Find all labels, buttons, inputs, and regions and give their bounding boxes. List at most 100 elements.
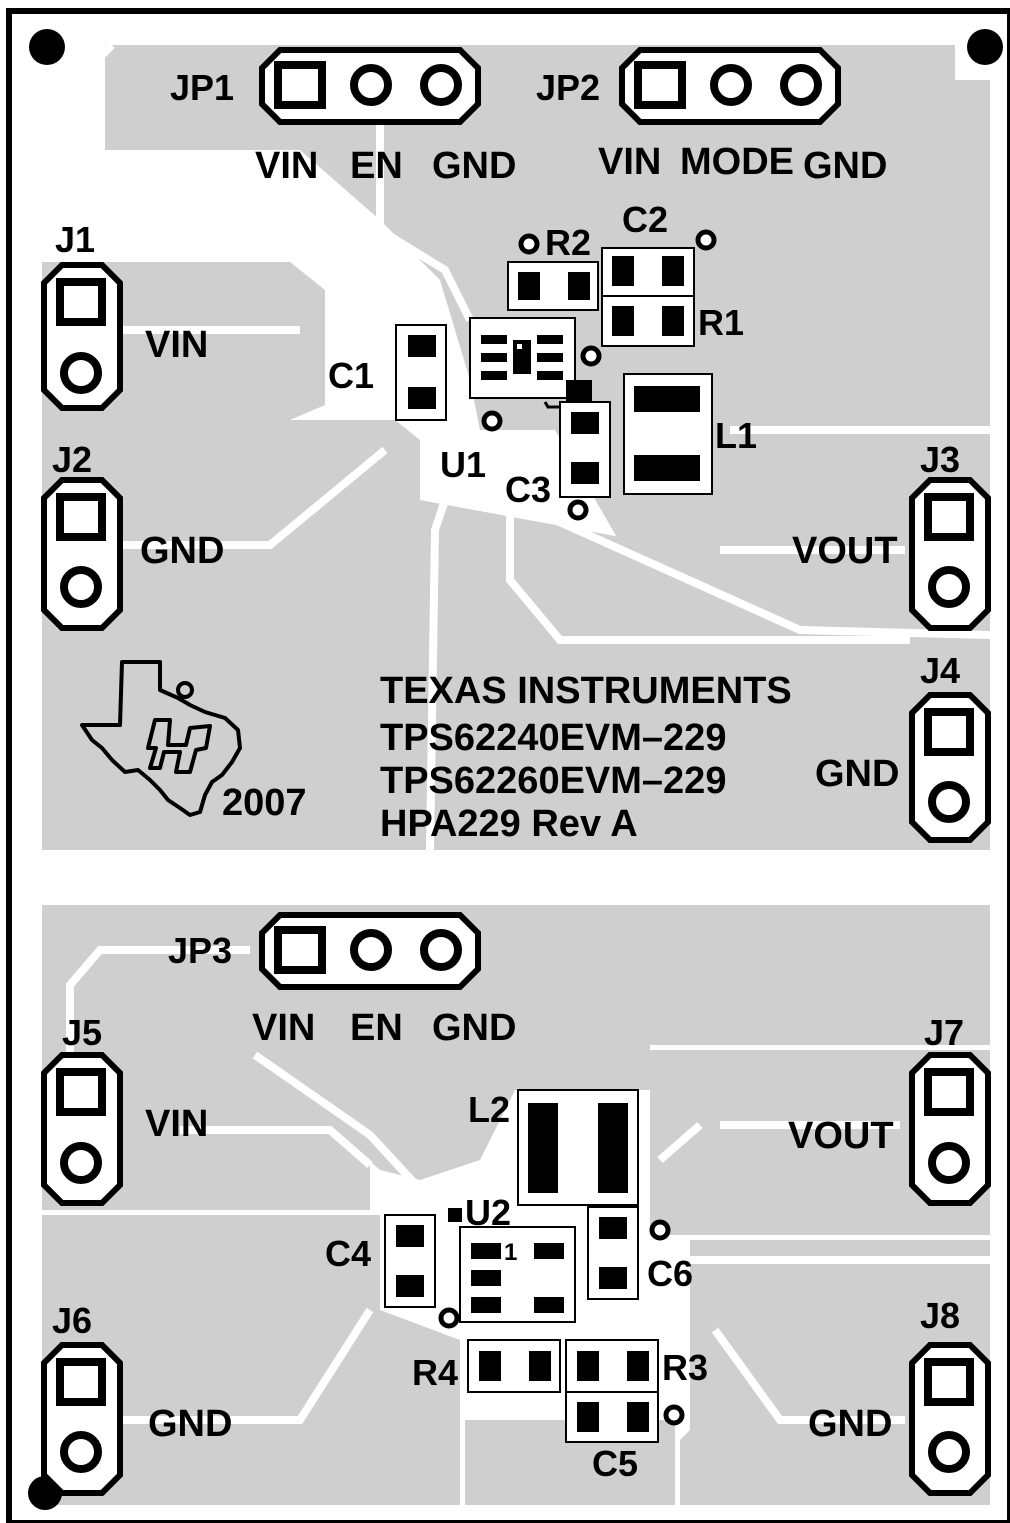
copper-area-gnd-2: [42, 1215, 460, 1505]
title-line-3: HPA229 Rev A: [380, 803, 638, 845]
label-jp3-pin-vin: VIN: [252, 1007, 315, 1049]
component-c1-footprint: [395, 324, 447, 421]
label-j3: J3: [920, 439, 960, 480]
connector-j7: [909, 1052, 991, 1206]
silkscreen-text: JP1 JP2 JP3 VIN EN GND VIN MODE GND VIN …: [52, 67, 964, 1484]
pin-round: [350, 929, 392, 971]
label-j6: J6: [52, 1300, 92, 1341]
label-j1: J1: [55, 219, 95, 260]
label-j5: J5: [62, 1012, 102, 1053]
label-u2: U2: [465, 1192, 511, 1233]
copper-pours-top: [42, 45, 990, 850]
traces-top: [81, 42, 991, 851]
pin-round: [780, 64, 822, 106]
trace: [376, 60, 474, 322]
connector-j4: [909, 692, 991, 843]
trace: [120, 1307, 374, 1424]
label-r1: R1: [698, 302, 744, 343]
label-c5: C5: [592, 1443, 638, 1484]
component-r1-footprint: [601, 295, 695, 347]
label-jp2: JP2: [536, 67, 600, 108]
pin-round: [420, 64, 462, 106]
mounting-hole: [967, 29, 1003, 65]
label-jp1-pin-vin: VIN: [255, 145, 318, 187]
label-c1: C1: [328, 355, 374, 396]
trace: [506, 500, 910, 644]
pin-round: [710, 64, 752, 106]
label-c2: C2: [622, 199, 668, 240]
pin-round: [350, 64, 392, 106]
label-l2: L2: [468, 1089, 510, 1130]
copper-area-gnd-1: [42, 420, 420, 850]
pin-round: [420, 929, 462, 971]
label-r2: R2: [545, 222, 591, 263]
connector-j3: [909, 477, 991, 631]
traces-bottom: [66, 946, 990, 1424]
trace: [66, 946, 250, 1090]
title-company: TEXAS INSTRUMENTS: [380, 670, 792, 712]
label-net-gnd-3: GND: [148, 1403, 232, 1445]
component-c3-footprint: [559, 401, 611, 498]
trace: [110, 446, 388, 549]
label-net-vout-2: VOUT: [788, 1115, 894, 1157]
label-jp2-pin-vin: VIN: [598, 141, 661, 183]
jumper-jp3: [259, 912, 481, 990]
connector-j5: [41, 1052, 123, 1206]
mounting-hole: [29, 29, 65, 65]
component-l1-footprint: [623, 373, 713, 495]
component-r4-footprint: [467, 1339, 561, 1393]
trace: [426, 468, 459, 851]
label-l1: L1: [715, 415, 757, 456]
label-c4: C4: [325, 1233, 371, 1274]
title-line-2: TPS62260EVM–229: [380, 760, 726, 802]
connector-j1: [41, 262, 123, 411]
component-r3-footprint: [565, 1339, 659, 1393]
title-year: 2007: [222, 782, 307, 824]
connector-j2: [41, 477, 123, 631]
label-pin1: 1: [504, 1239, 517, 1266]
label-c3: C3: [505, 469, 551, 510]
label-j4: J4: [920, 650, 960, 691]
label-jp3: JP3: [168, 930, 232, 971]
label-jp1-pin-gnd: GND: [432, 145, 516, 187]
component-c6-footprint: [587, 1206, 639, 1300]
label-jp1-pin-en: EN: [350, 145, 403, 187]
pin-square: [634, 61, 686, 109]
jumper-jp2: [619, 47, 841, 125]
ti-texas-logo-icon: [80, 660, 242, 817]
component-c5-footprint: [565, 1391, 659, 1443]
component-r2-footprint: [507, 261, 599, 311]
label-j2: J2: [52, 439, 92, 480]
trace: [180, 1126, 373, 1169]
component-u1-footprint: [469, 317, 592, 409]
title-line-1: TPS62240EVM–229: [380, 717, 726, 759]
pin-square: [274, 61, 326, 109]
label-net-gnd-1: GND: [140, 530, 224, 572]
label-jp2-pin-gnd: GND: [803, 145, 887, 187]
trace: [252, 1051, 433, 1203]
trace: [711, 1327, 905, 1424]
label-j7: J7: [924, 1012, 964, 1053]
connector-j8: [909, 1342, 991, 1496]
label-jp3-pin-gnd: GND: [432, 1007, 516, 1049]
label-jp3-pin-en: EN: [350, 1007, 403, 1049]
label-jp2-pin-mode: MODE: [680, 141, 794, 183]
connector-j6: [41, 1342, 123, 1496]
label-net-vin-1: VIN: [145, 324, 208, 366]
label-jp1: JP1: [170, 67, 234, 108]
copper-area-vout-2: [650, 1050, 990, 1235]
component-u2-footprint: [448, 1208, 576, 1323]
label-r3: R3: [662, 1347, 708, 1388]
vias-bottom: [438, 1219, 685, 1426]
trace: [553, 516, 991, 639]
component-l2-footprint: [517, 1089, 639, 1206]
trace: [81, 42, 115, 110]
label-net-gnd-2: GND: [815, 753, 899, 795]
pin-square: [274, 926, 326, 974]
label-net-vin-2: VIN: [145, 1103, 208, 1145]
label-net-vout-1: VOUT: [792, 530, 898, 572]
label-net-gnd-4: GND: [808, 1403, 892, 1445]
vias-top: [481, 229, 717, 521]
copper-area-bottom-center: [420, 500, 745, 850]
jumper-jp1: [259, 47, 481, 125]
